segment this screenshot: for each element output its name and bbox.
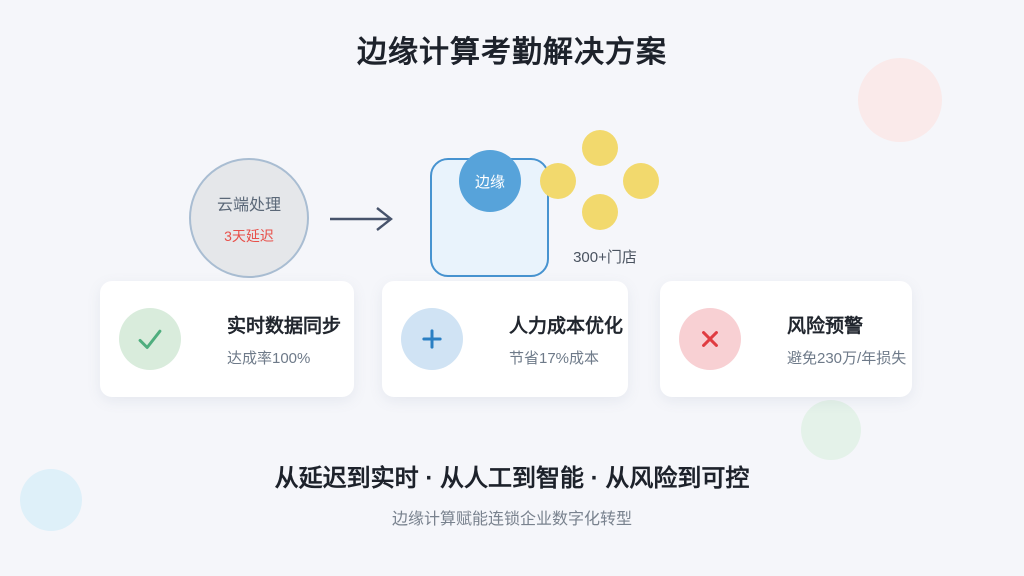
cloud-node-label: 云端处理 bbox=[216, 196, 281, 214]
card-text: 人力成本优化 节省17%成本 bbox=[509, 311, 623, 368]
store-dot bbox=[582, 130, 618, 166]
cloud-delay-label: 3天延迟 bbox=[224, 227, 274, 244]
decorative-circle-green bbox=[801, 400, 861, 460]
edge-node-label: 边缘 bbox=[474, 173, 505, 191]
card-subtitle: 避免230万/年损失 bbox=[787, 349, 907, 367]
footer-subline: 边缘计算赋能连锁企业数字化转型 bbox=[391, 511, 632, 528]
footer-headline: 从延迟到实时 · 从人工到智能 · 从风险到可控 bbox=[274, 465, 750, 492]
decorative-circle-blue bbox=[20, 469, 82, 531]
card-title: 人力成本优化 bbox=[509, 315, 624, 337]
benefit-card-risk-warning: 风险预警 避免230万/年损失 bbox=[660, 281, 912, 397]
benefit-card-cost-optimization: 人力成本优化 节省17%成本 bbox=[382, 281, 628, 397]
check-icon bbox=[119, 308, 181, 370]
edge-node: 边缘 bbox=[459, 150, 521, 212]
stores-count-label: 300+门店 bbox=[573, 249, 637, 266]
card-title: 风险预警 bbox=[787, 315, 864, 337]
card-text: 风险预警 避免230万/年损失 bbox=[787, 311, 906, 368]
benefit-card-realtime-sync: 实时数据同步 达成率100% bbox=[100, 281, 354, 397]
right-arrow-icon bbox=[330, 207, 393, 231]
card-title: 实时数据同步 bbox=[227, 315, 342, 337]
store-dot bbox=[540, 163, 576, 199]
decorative-circle-pink bbox=[858, 58, 942, 142]
cross-icon bbox=[679, 308, 741, 370]
store-dot bbox=[623, 163, 659, 199]
page-title: 边缘计算考勤解决方案 bbox=[357, 36, 667, 69]
plus-icon bbox=[401, 308, 463, 370]
card-subtitle: 节省17%成本 bbox=[509, 349, 600, 367]
card-text: 实时数据同步 达成率100% bbox=[227, 311, 341, 368]
card-subtitle: 达成率100% bbox=[227, 349, 311, 367]
store-dot bbox=[582, 194, 618, 230]
cloud-node: 云端处理 3天延迟 bbox=[189, 158, 309, 278]
